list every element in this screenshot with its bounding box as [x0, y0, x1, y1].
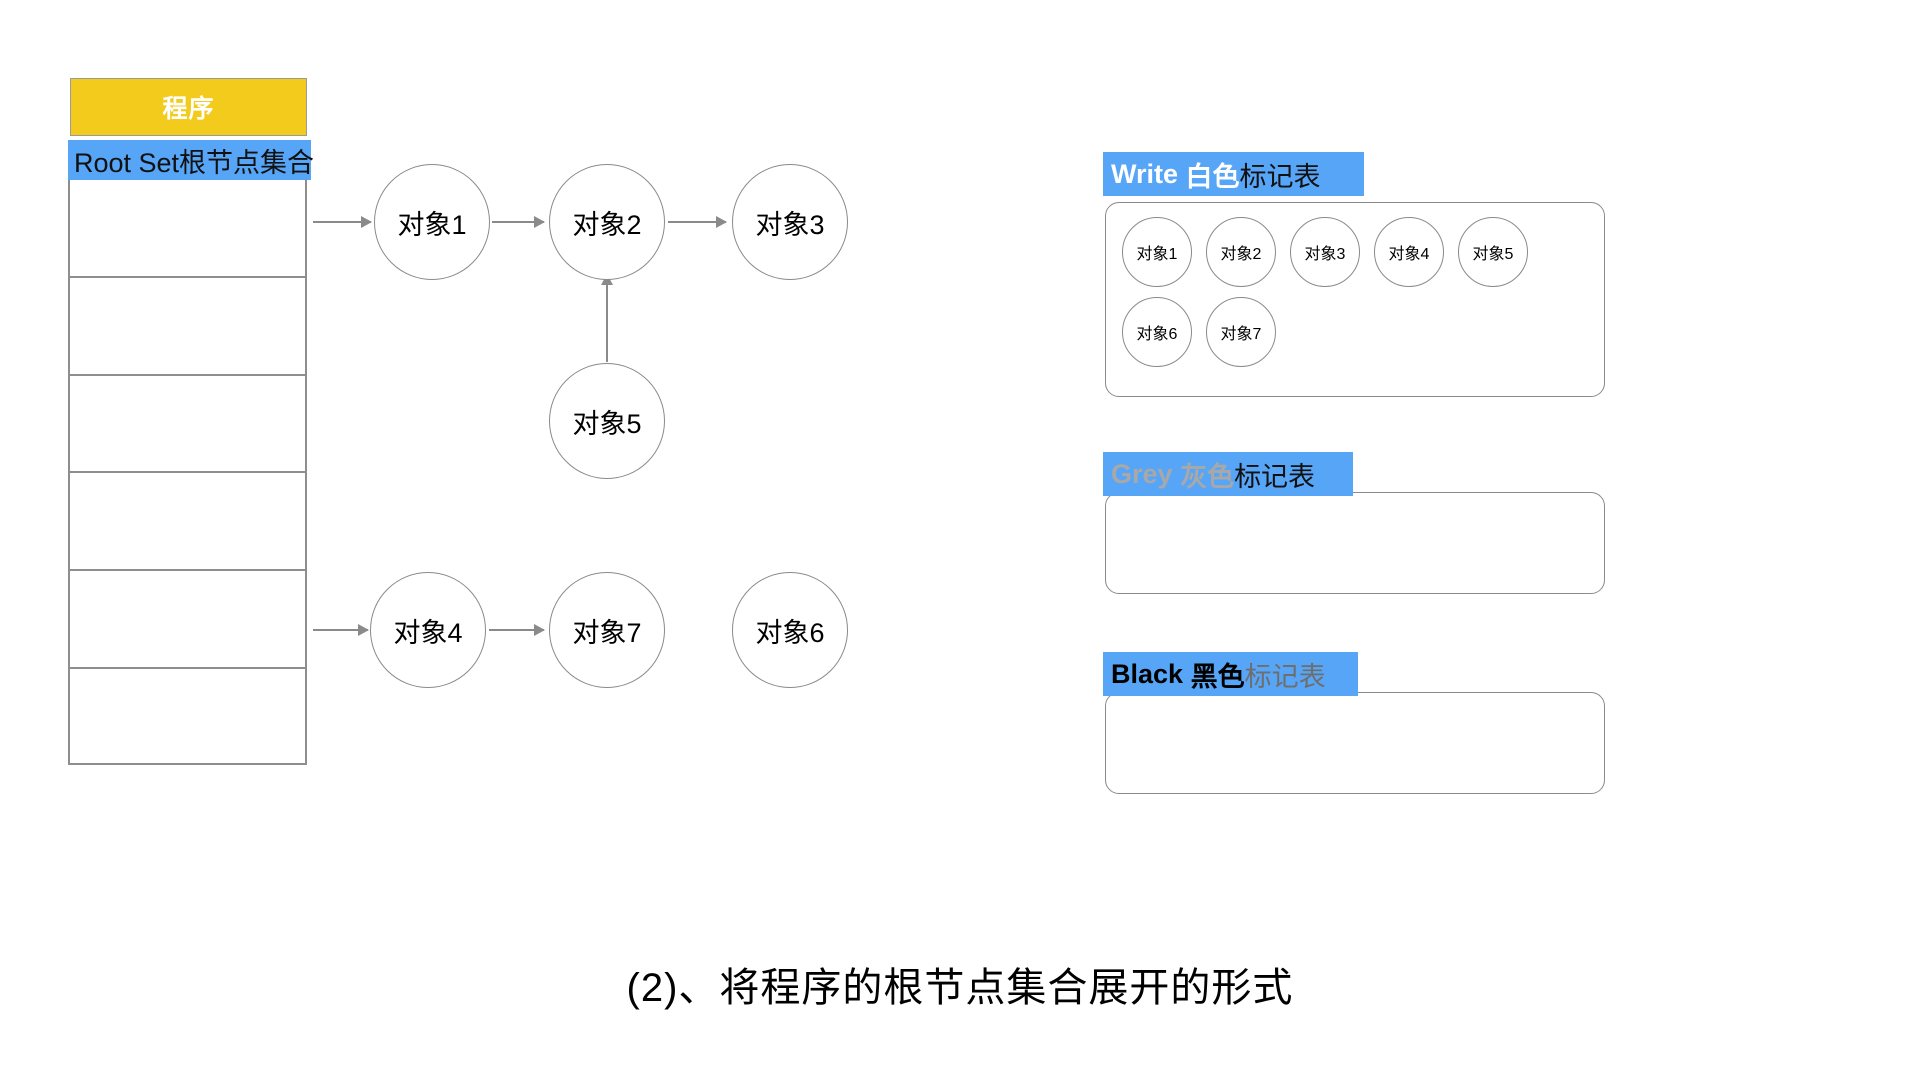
root-set-slot: [70, 669, 305, 767]
black-mark-colorword: 黑色: [1190, 661, 1245, 692]
edge-obj4-to-obj7: [489, 624, 545, 636]
chip-label: 对象6: [1136, 326, 1178, 343]
chip-label: 对象1: [1136, 246, 1178, 263]
black-mark-suffix: 标记表: [1244, 661, 1326, 692]
graph-node-label: 对象4: [393, 617, 463, 648]
white-mark-table-header: Write 白色 标记表: [1103, 152, 1364, 196]
graph-node-obj2[interactable]: 对象2: [549, 164, 665, 280]
root-set-label: Root Set根节点集合: [74, 147, 315, 178]
root-set-slot: [70, 571, 305, 669]
grey-mark-table-header: Grey 灰色 标记表: [1103, 452, 1353, 496]
chip-label: 对象7: [1220, 326, 1262, 343]
graph-node-obj7[interactable]: 对象7: [549, 572, 665, 688]
edge-obj1-to-obj2: [492, 216, 545, 228]
grey-mark-keyword: Grey: [1111, 458, 1173, 489]
black-mark-chip-area: [1106, 693, 1604, 793]
black-mark-table-header: Black 黑色 标记表: [1103, 652, 1358, 696]
white-mark-chip[interactable]: 对象5: [1458, 217, 1528, 287]
graph-node-label: 对象6: [755, 617, 825, 648]
figure-caption: (2)、将程序的根节点集合展开的形式: [626, 966, 1294, 1010]
white-mark-chip[interactable]: 对象6: [1122, 297, 1192, 367]
white-mark-chip[interactable]: 对象4: [1374, 217, 1444, 287]
graph-node-obj1[interactable]: 对象1: [374, 164, 490, 280]
graph-node-label: 对象1: [397, 209, 467, 240]
black-mark-table-box: [1105, 692, 1605, 794]
graph-node-label: 对象5: [572, 408, 642, 439]
white-mark-chip[interactable]: 对象1: [1122, 217, 1192, 287]
white-mark-chip[interactable]: 对象7: [1206, 297, 1276, 367]
chip-label: 对象5: [1472, 246, 1514, 263]
white-mark-chip[interactable]: 对象2: [1206, 217, 1276, 287]
white-mark-keyword: Write: [1111, 158, 1179, 189]
edge-obj2-to-obj3: [668, 216, 727, 228]
root-set-slot: [70, 376, 305, 474]
graph-node-obj6[interactable]: 对象6: [732, 572, 848, 688]
graph-node-obj3[interactable]: 对象3: [732, 164, 848, 280]
root-set-bar: Root Set根节点集合: [68, 140, 315, 180]
root-set-slot-table: [68, 178, 307, 765]
root-set-slot: [70, 180, 305, 278]
grey-mark-colorword: 灰色: [1180, 461, 1235, 492]
edge-rootset-to-obj4: [313, 624, 369, 636]
black-mark-keyword: Black: [1111, 658, 1184, 689]
chip-label: 对象2: [1220, 246, 1262, 263]
grey-mark-chip-area: [1106, 493, 1604, 593]
chip-label: 对象4: [1388, 246, 1430, 263]
program-header-label: 程序: [162, 95, 215, 123]
root-set-slot: [70, 473, 305, 572]
chip-label: 对象3: [1304, 246, 1346, 263]
edge-rootset-to-obj1: [313, 216, 372, 228]
grey-mark-suffix: 标记表: [1234, 461, 1316, 492]
white-mark-chip[interactable]: 对象3: [1290, 217, 1360, 287]
graph-node-label: 对象3: [755, 209, 825, 240]
grey-mark-table-box: [1105, 492, 1605, 594]
edge-obj5-to-obj2: [601, 274, 613, 362]
graph-node-label: 对象2: [572, 209, 642, 240]
white-mark-suffix: 标记表: [1239, 161, 1321, 192]
program-header-box: 程序: [70, 78, 307, 136]
graph-node-obj4[interactable]: 对象4: [370, 572, 486, 688]
root-set-slot: [70, 278, 305, 376]
graph-node-obj5[interactable]: 对象5: [549, 363, 665, 479]
graph-node-label: 对象7: [572, 617, 642, 648]
white-mark-chip-area: 对象1 对象2 对象3 对象4 对象5 对象6 对象7: [1106, 203, 1604, 396]
white-mark-colorword: 白色: [1185, 161, 1240, 192]
white-mark-table-box: 对象1 对象2 对象3 对象4 对象5 对象6 对象7: [1105, 202, 1605, 397]
